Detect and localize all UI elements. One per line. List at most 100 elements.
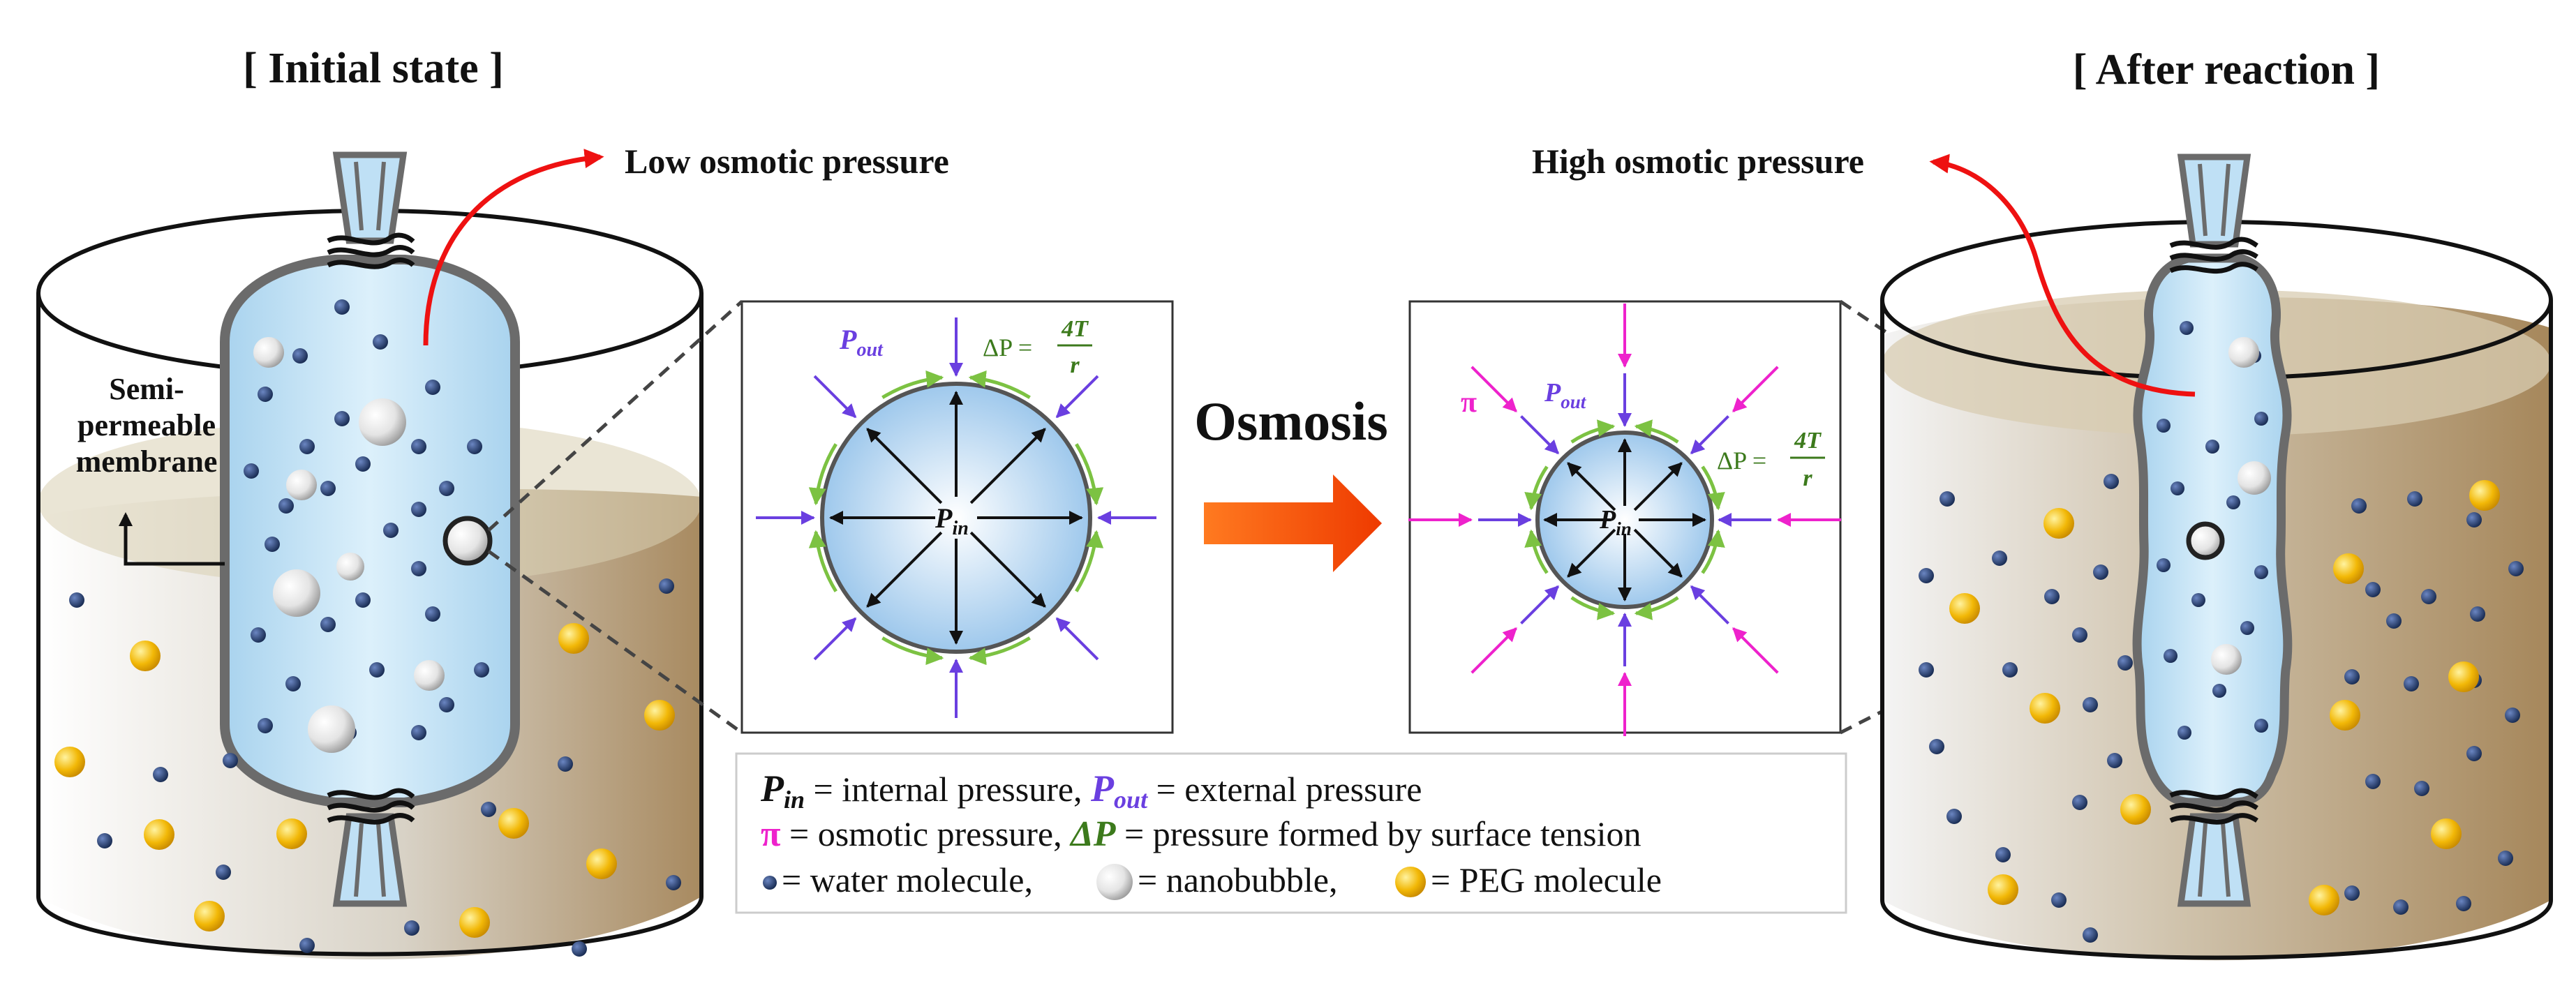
osmotic-pressure-arrow (1471, 366, 1517, 412)
surface-tension-arrow (1701, 465, 1725, 511)
left-beaker-outline (36, 293, 703, 957)
osmosis-arrow (1204, 474, 1382, 572)
water-molecule (2205, 440, 2219, 454)
inset-after-p-out: Pout (1544, 378, 1587, 412)
water-molecule (2212, 684, 2226, 698)
water-molecule (2083, 927, 2098, 943)
water-molecule (2456, 896, 2471, 911)
water-molecule (2191, 593, 2205, 607)
water-molecule (1929, 739, 1944, 754)
water-molecule (2498, 851, 2513, 866)
right-top-connector (2177, 154, 2251, 248)
water-molecule (2180, 321, 2194, 335)
legend-row-3c: = PEG molecule (1431, 860, 1662, 899)
legend-row-3a: = water molecule, (782, 860, 1033, 899)
external-pressure-arrow (1690, 585, 1729, 624)
water-molecule (425, 380, 440, 395)
surface-tension-arrow (1570, 419, 1616, 444)
peg-molecule (1988, 874, 2018, 905)
water-molecule (2386, 613, 2402, 629)
water-molecule (2171, 481, 2184, 495)
membrane-label-1: Semi- (109, 372, 184, 406)
water-molecule (2164, 649, 2177, 663)
water-molecule (1992, 551, 2007, 566)
left-zoom-bubble (442, 516, 493, 566)
nanobubble (286, 470, 317, 500)
surface-tension-arrow (808, 530, 837, 592)
peg-molecule (558, 623, 589, 654)
water-molecule (153, 767, 168, 782)
legend: Pin = internal pressure, Pout = external… (735, 752, 1847, 914)
water-molecule (2002, 662, 2018, 678)
water-molecule (216, 865, 231, 880)
peg-molecule (2120, 794, 2151, 825)
peg-molecule (194, 901, 225, 932)
water-molecule (2177, 726, 2191, 740)
nanobubble (253, 337, 284, 368)
water-molecule (2414, 781, 2429, 796)
water-molecule (2226, 495, 2240, 509)
water-molecule (425, 606, 440, 622)
zoom-line-left-bottom (487, 549, 743, 735)
water-molecule (558, 756, 573, 772)
nanobubble (273, 569, 320, 617)
water-molecule (265, 537, 280, 552)
internal-pressure-arrow (866, 531, 943, 608)
inset-initial-frac-num: 4T (1061, 316, 1089, 342)
water-molecule (258, 718, 273, 733)
water-molecule (2157, 558, 2171, 572)
water-molecule (439, 697, 454, 712)
nanobubble (359, 398, 406, 446)
water-molecule (223, 753, 238, 768)
surface-tension-arrow (968, 370, 1031, 399)
water-molecule (320, 617, 336, 632)
osmotic-pressure-arrow (1732, 627, 1779, 674)
peg-molecule (2431, 818, 2462, 849)
osmotic-pressure-arrow (1732, 366, 1779, 412)
peg-molecule (2333, 553, 2364, 584)
surface-tension-arrow (1075, 443, 1104, 506)
surface-tension-arrow (1570, 596, 1616, 620)
inset-after-frac-num: 4T (1794, 428, 1822, 454)
water-molecule (244, 463, 259, 479)
surface-tension-arrow (1524, 529, 1549, 574)
peg-molecule (1949, 593, 1980, 624)
right-zoom-bubble (2186, 521, 2225, 560)
peg-molecule (2448, 661, 2479, 692)
water-molecule (2240, 621, 2254, 635)
water-molecule (2470, 606, 2485, 622)
external-pressure-arrow (813, 617, 857, 661)
nanobubble (2238, 461, 2271, 495)
left-top-connector (332, 151, 408, 244)
water-molecule (481, 802, 496, 817)
water-molecule (251, 627, 266, 643)
water-molecule (2044, 589, 2060, 604)
inset-after-p-in: Pin (1599, 505, 1632, 539)
water-molecule (474, 662, 489, 678)
water-molecule (411, 725, 426, 740)
peg-molecule (644, 700, 675, 731)
left-title: [ Initial state ] (243, 45, 504, 92)
inset-after-delta-p: ΔP = (1717, 447, 1766, 474)
water-molecule (292, 348, 308, 364)
water-molecule (1919, 568, 1934, 583)
water-molecule (369, 662, 385, 678)
internal-pressure-arrow (1633, 528, 1683, 578)
water-molecule (2393, 899, 2409, 915)
water-molecule (2404, 676, 2419, 691)
water-molecule (404, 920, 419, 936)
surface-tension-arrow (1634, 596, 1679, 620)
internal-pressure-arrow (1633, 462, 1683, 511)
inset-initial-frac-den: r (1070, 352, 1080, 378)
internal-pressure-arrow (969, 428, 1046, 504)
low-pressure-label: Low osmotic pressure (625, 142, 949, 181)
peg-molecule (2030, 693, 2060, 724)
membrane-label-3: membrane (76, 444, 218, 479)
water-molecule (2157, 419, 2171, 433)
water-molecule (2072, 795, 2087, 810)
peg-molecule (144, 819, 174, 850)
water-molecule (334, 299, 350, 315)
water-molecule (299, 938, 315, 953)
water-molecule (2051, 892, 2067, 908)
water-molecule (1919, 662, 1934, 678)
